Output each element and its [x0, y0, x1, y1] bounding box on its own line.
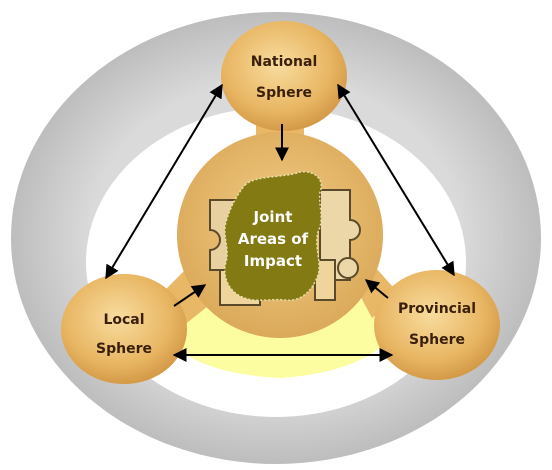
sphere-local	[61, 274, 187, 384]
national-label-line2: Sphere	[256, 85, 312, 101]
provincial-label-line1: Provincial	[398, 301, 476, 317]
provincial-label-line2: Sphere	[409, 332, 465, 348]
arrow-provincial-to-hub	[364, 279, 389, 299]
arrow-national-provincial	[337, 83, 455, 277]
national-label-line1: National	[251, 54, 318, 70]
sphere-national	[221, 21, 347, 131]
arrow-local-to-hub	[173, 284, 207, 307]
center-label-line3: Impact	[244, 252, 302, 270]
joint-areas-shape	[224, 171, 322, 302]
arrow-national-local	[105, 83, 223, 280]
local-label-line2: Sphere	[96, 341, 152, 357]
local-label-line1: Local	[103, 312, 144, 328]
center-label-line2: Areas of	[238, 230, 309, 248]
sphere-provincial	[374, 270, 500, 380]
center-label-line1: Joint	[253, 208, 293, 226]
